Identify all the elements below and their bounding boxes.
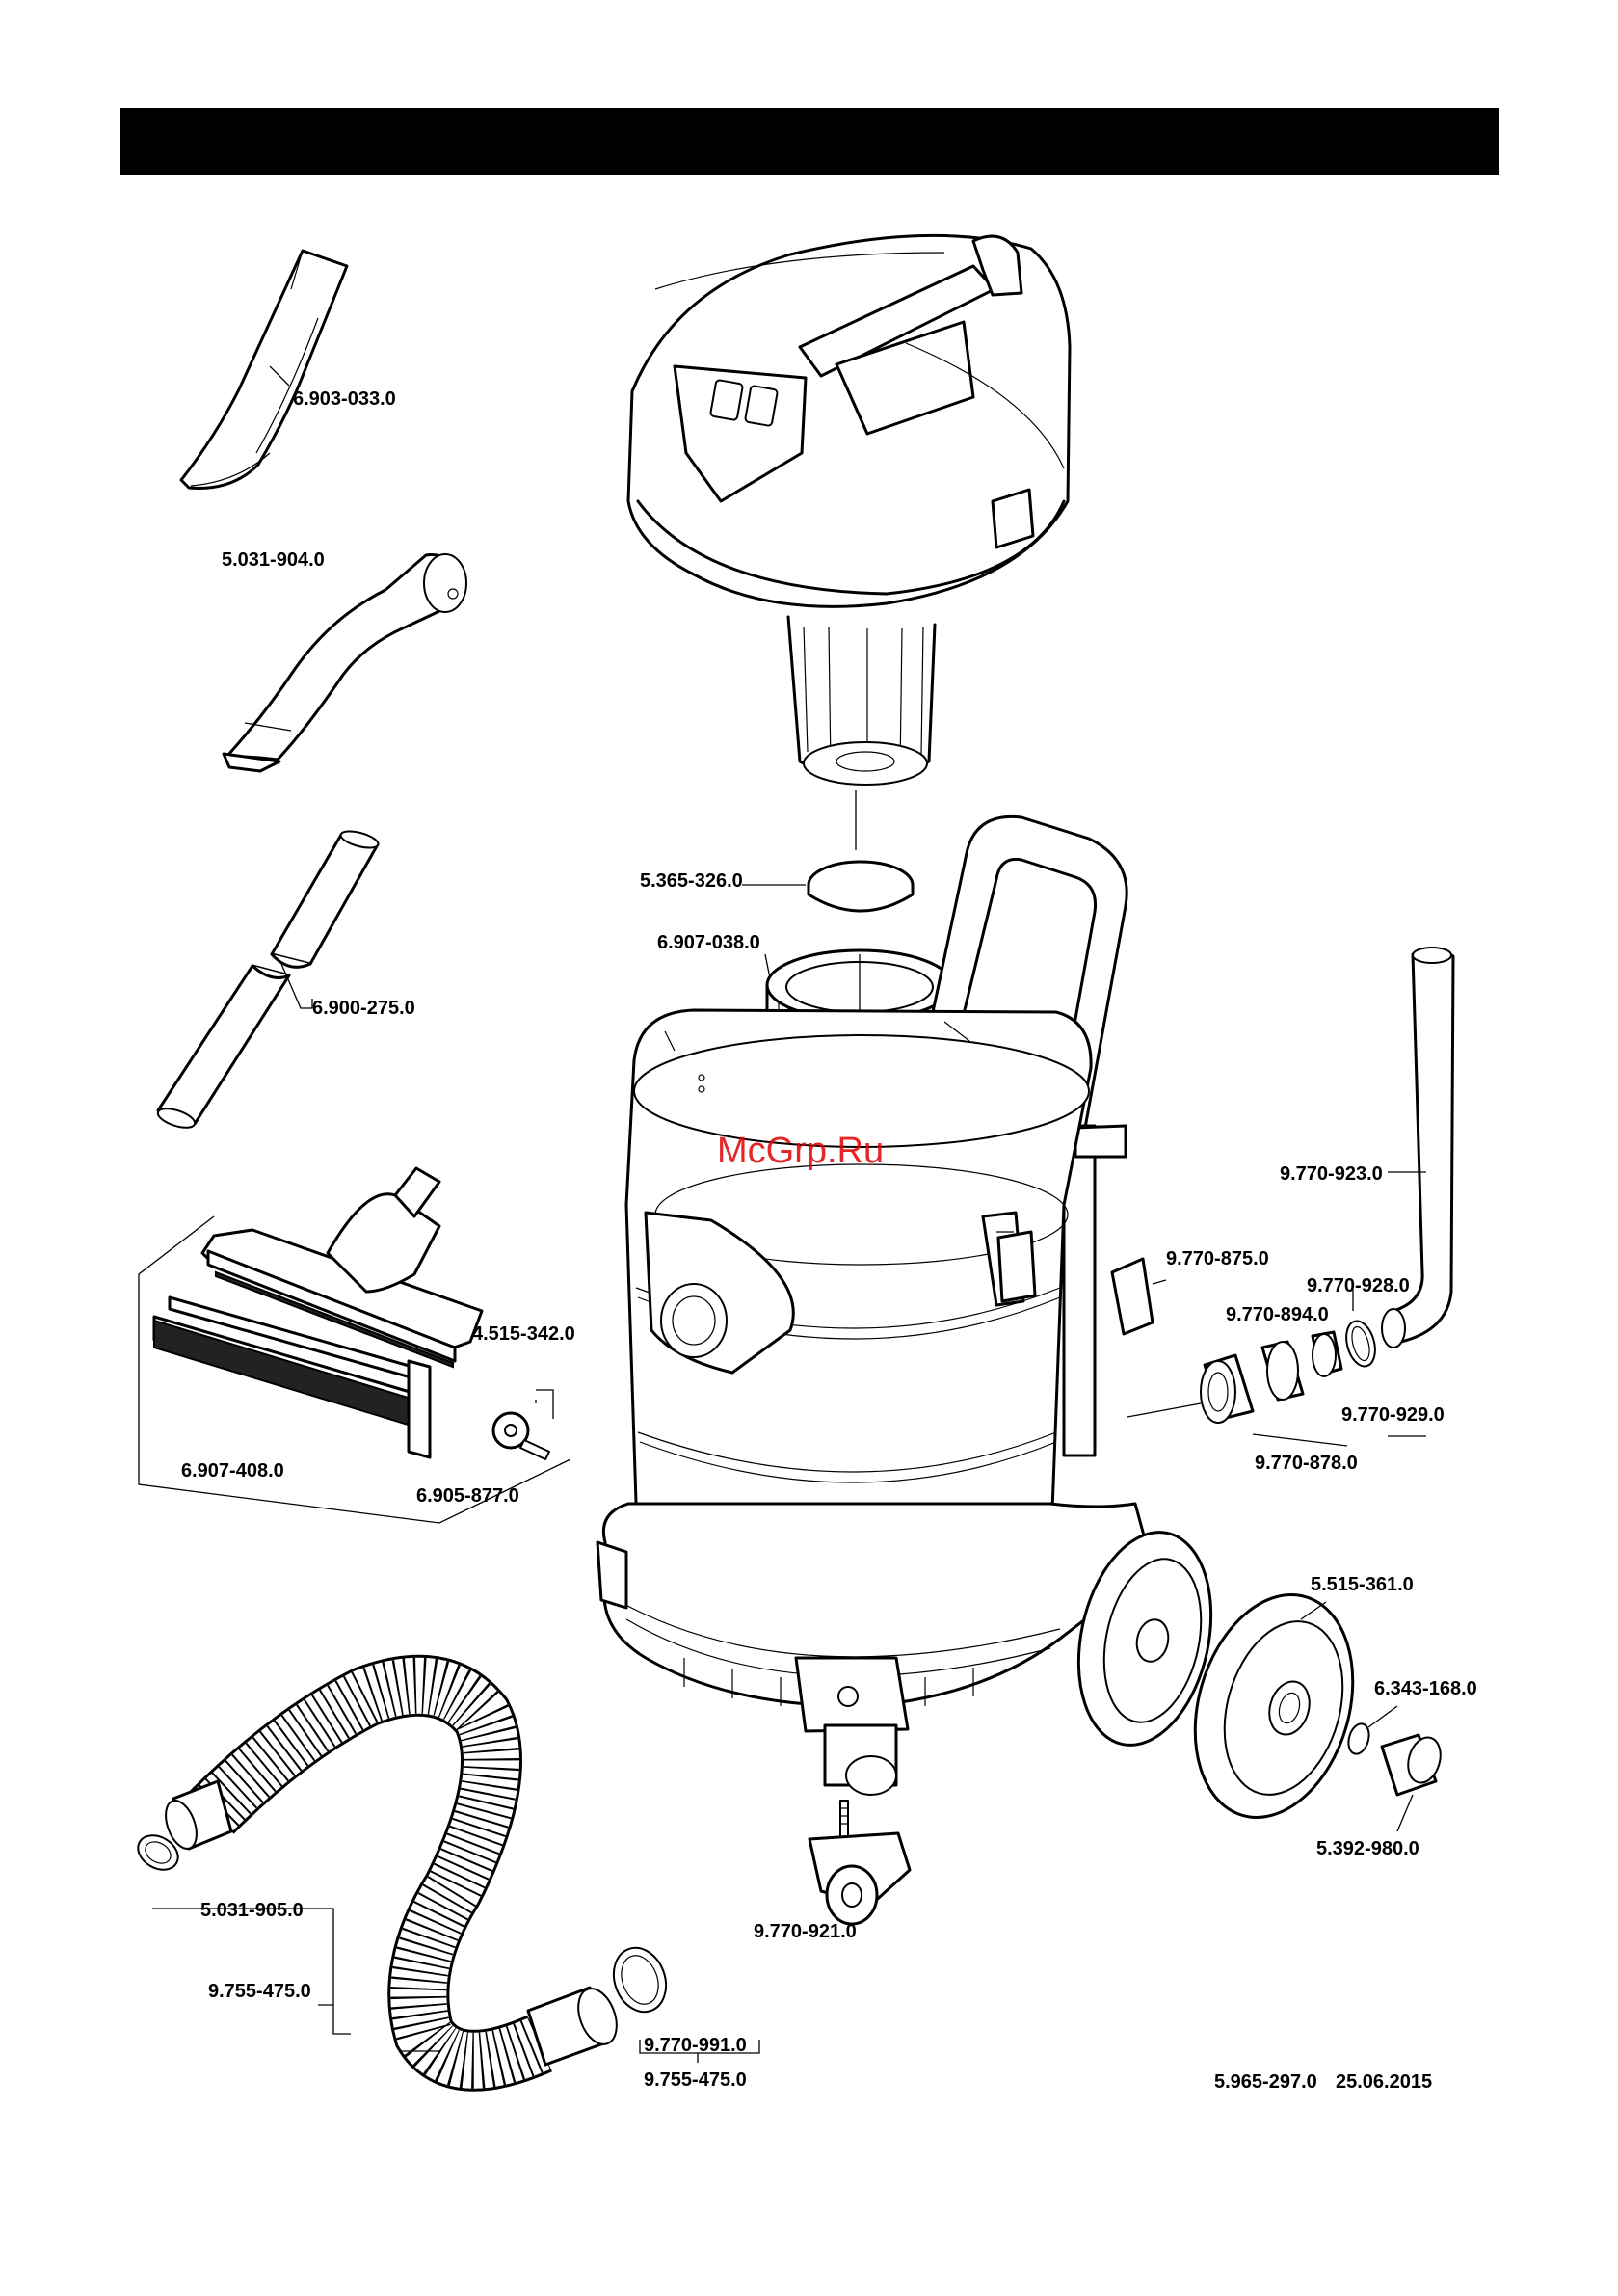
- part-label-rear-wheel: 5.515-361.0: [1311, 1574, 1414, 1595]
- part-label-hub-cap: 5.392-980.0: [1316, 1838, 1419, 1859]
- part-label-union-nut: 9.770-878.0: [1255, 1453, 1358, 1474]
- document-code: 5.965-297.0: [1214, 2071, 1317, 2093]
- part-label-connector: 9.770-894.0: [1226, 1304, 1329, 1325]
- hose-clip-drawing: [1341, 1318, 1379, 1370]
- part-label-suction-tubes: 6.900-275.0: [312, 998, 415, 1019]
- watermark: McGrp.Ru: [717, 1131, 884, 1171]
- part-label-hose-ring: 9.770-991.0: [644, 2035, 747, 2056]
- part-label-circlip: 6.343-168.0: [1374, 1678, 1477, 1699]
- circlip-drawing: [1345, 1722, 1372, 1756]
- bent-tube-drawing: [224, 554, 466, 771]
- filter-basket-drawing: [788, 617, 935, 785]
- part-label-adapter: 9.770-929.0: [1341, 1404, 1445, 1426]
- suction-hose-drawing: [152, 1686, 623, 2065]
- float-disc-drawing: [742, 790, 913, 911]
- document-date: 25.06.2015: [1336, 2071, 1432, 2093]
- part-label-castor: 9.770-921.0: [754, 1921, 857, 1942]
- part-label-suction-hose: 9.755-475.0: [208, 1981, 311, 2002]
- suction-tubes-drawing: [156, 828, 381, 1132]
- part-label-cartridge-filter: 6.907-038.0: [657, 932, 760, 953]
- part-label-latch: 9.770-875.0: [1166, 1248, 1269, 1269]
- motor-head-drawing: [628, 235, 1070, 606]
- connector-drawing: [1262, 1342, 1303, 1400]
- part-label-hose-clamp: 5.031-905.0: [200, 1900, 304, 1921]
- part-label-float-disc: 5.365-326.0: [640, 870, 743, 892]
- crevice-nozzle-drawing: [181, 251, 347, 489]
- part-label-floor-nozzle-strip-b: 6.905-877.0: [416, 1485, 519, 1507]
- part-label-drain-hose: 9.770-923.0: [1280, 1163, 1383, 1185]
- part-label-floor-nozzle-strip-a: 6.907-408.0: [181, 1460, 284, 1482]
- mounted-castor-drawing: [825, 1725, 896, 1795]
- base-chassis-drawing: [597, 1504, 1153, 1731]
- castor-drawing: [809, 1801, 910, 1924]
- adapter-drawing: [1313, 1332, 1341, 1376]
- union-nut-drawing: [1127, 1355, 1253, 1423]
- part-label-floor-nozzle-wheel: 4.515-342.0: [472, 1323, 575, 1345]
- part-label-hose-clip: 9.770-928.0: [1307, 1275, 1410, 1296]
- part-label-suction-hose-kit: 9.755-475.0: [644, 2069, 747, 2091]
- part-label-crevice-nozzle: 6.903-033.0: [293, 388, 396, 410]
- hub-cap-drawing: [1382, 1734, 1446, 1795]
- part-label-bent-tube: 5.031-904.0: [222, 549, 325, 571]
- footer: 5.965-297.0 25.06.2015: [1214, 2071, 1432, 2093]
